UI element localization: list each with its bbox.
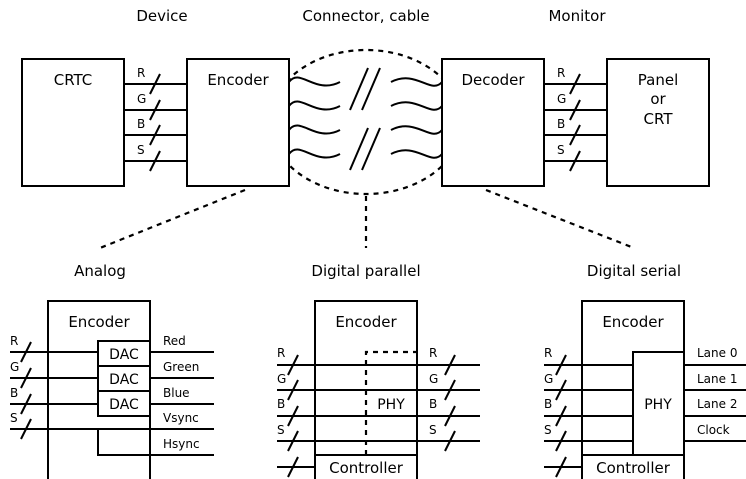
panel-label-2: or [650,90,666,108]
analog-output-hsync: Hsync [163,437,200,451]
parallel-input-g: G [277,372,286,386]
parallel-output-r: R [429,346,437,360]
cable-waves [288,76,443,159]
parallel-encoder-label: Encoder [335,313,397,331]
top-right-signal-g: G [557,92,566,106]
cable-break-marks [349,67,381,171]
top-left-signal-b: B [137,117,145,131]
connector-header: Connector, cable [302,7,429,25]
device-encoder-box [186,58,290,187]
serial-phy-box [632,351,685,456]
parallel-output-g: G [429,372,438,386]
decoder-panel-buses [544,73,607,172]
panel-label-1: Panel [638,71,678,89]
panel-box [606,58,710,187]
crtc-encoder-buses [124,73,187,172]
serial-output-lane2: Lane 2 [697,397,737,411]
analog-input-b: B [10,386,18,400]
serial-input-r: R [544,346,552,360]
analog-input-g: G [10,360,19,374]
top-right-signal-b: B [557,117,565,131]
dac-box-red [97,340,151,367]
serial-title: Digital serial [587,262,681,280]
monitor-header: Monitor [548,7,606,25]
serial-encoder-label: Encoder [602,313,664,331]
analog-input-s: S [10,411,18,425]
top-right-signal-s: S [557,143,565,157]
analog-output-blue: Blue [163,386,190,400]
analog-output-red: Red [163,334,186,348]
serial-output-lane0: Lane 0 [697,346,737,360]
analog-output-vsync: Vsync [163,411,199,425]
crtc-box [21,58,125,187]
dac-label-blue: DAC [109,397,139,413]
parallel-phy-label: PHY [377,397,405,413]
decoder-box [441,58,545,187]
parallel-input-b: B [277,397,285,411]
parallel-input-s: S [277,423,285,437]
serial-output-clock: Clock [697,423,730,437]
device-header: Device [136,7,187,25]
device-encoder-label: Encoder [207,71,269,89]
analog-buses [10,341,214,456]
dac-box-blue [97,390,151,417]
parallel-controller-box [314,454,418,479]
parallel-buses [277,354,480,478]
parallel-controller-label: Controller [329,459,404,477]
dac-label-red: DAC [109,347,139,363]
analog-title: Analog [74,262,126,280]
serial-controller-box [581,454,685,479]
analog-output-green: Green [163,360,199,374]
top-left-signal-r: R [137,66,145,80]
serial-input-b: B [544,397,552,411]
dac-label-green: DAC [109,372,139,388]
serial-phy-label: PHY [644,397,672,413]
top-right-signal-r: R [557,66,565,80]
parallel-output-s: S [429,423,437,437]
serial-buses [544,354,746,478]
parallel-title: Digital parallel [311,262,420,280]
analog-encoder-label: Encoder [68,313,130,331]
detail-pointers [99,188,635,250]
serial-output-lane1: Lane 1 [697,372,737,386]
parallel-phy-region [364,350,417,455]
serial-controller-label: Controller [596,459,671,477]
top-left-signal-s: S [137,143,145,157]
serial-input-g: G [544,372,553,386]
top-left-signal-g: G [137,92,146,106]
crtc-label: CRTC [54,71,93,89]
analog-input-r: R [10,334,18,348]
serial-input-s: S [544,423,552,437]
parallel-output-b: B [429,397,437,411]
decoder-label: Decoder [461,71,525,89]
parallel-input-r: R [277,346,285,360]
panel-label-3: CRT [644,110,674,128]
